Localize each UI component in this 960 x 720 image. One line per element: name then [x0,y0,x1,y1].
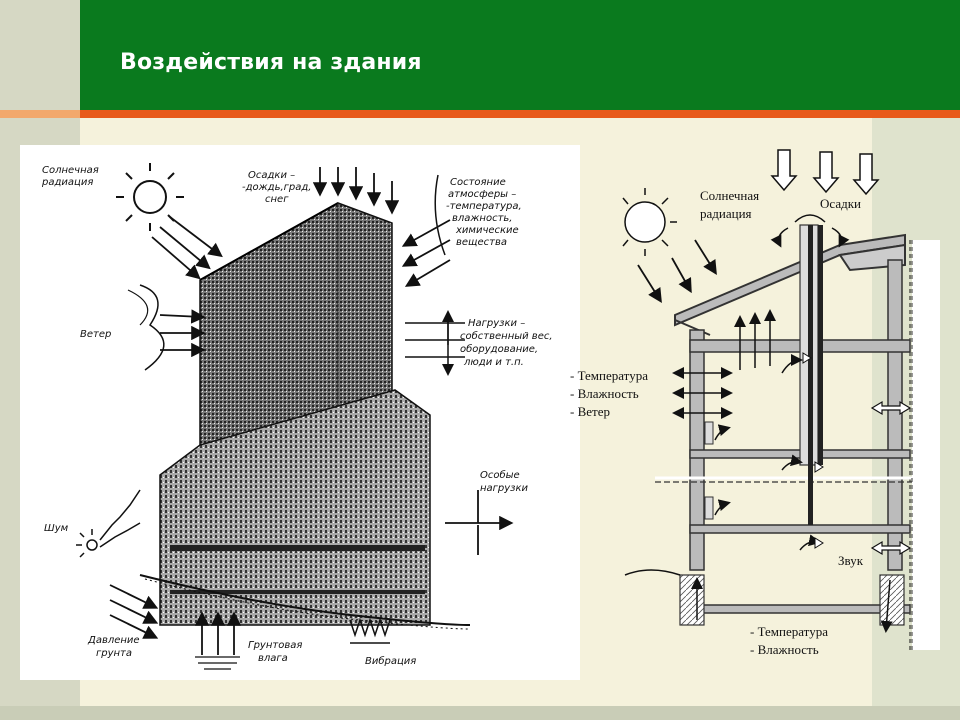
label-bottom-humidity: - Влажность [750,642,819,657]
label-right-solar-2: радиация [700,206,752,221]
accent-line [0,110,960,118]
left-diagram-panel: Солнечная радиация Осадки – -дождь,град,… [20,145,580,680]
label-groundwater-1: Грунтовая [248,640,303,651]
label-humidity: - Влажность [570,386,639,401]
internal-exchange-arrows [870,400,912,556]
header-bar [80,0,960,110]
ground-line [139,574,471,630]
label-loads-3: оборудование, [460,344,539,355]
tower-building [159,202,431,626]
soil-pressure-arrows [109,584,159,639]
atmosphere-arrows [401,174,451,287]
label-bottom-temperature: - Температура [750,624,828,639]
label-soil-pressure-2: грунта [96,648,133,659]
outer-walls [689,259,903,571]
bottom-arrows [691,577,893,633]
slide-title: Воздействия на здания [120,50,422,75]
label-right-precipitation: Осадки [820,196,861,211]
label-special-loads-1: Особые [480,470,520,481]
basement [624,569,905,626]
label-right-solar-1: Солнечная [700,188,760,203]
precipitation-arrows [312,167,400,215]
label-wind: Ветер [80,329,112,340]
wind-icon [127,284,206,371]
label-atmosphere-1: Состояние [450,177,506,188]
precipitation-arrows [770,149,880,196]
label-precipitation-3: снег [265,194,289,205]
sun-icon [615,188,677,256]
roof [674,233,906,336]
label-solar-radiation-2: радиация [42,177,94,188]
exchange-arrows [672,367,733,419]
label-sound: Звук [838,553,864,568]
vibration-icon [349,617,391,644]
drip-cap [770,214,850,248]
label-loads-1: Нагрузки – [468,318,526,329]
groundwater-arrows [194,611,242,655]
label-loads-4: люди и т.п. [464,357,524,368]
label-loads-2: собственный вес, [460,331,553,342]
solar-arrows [151,216,223,280]
sun-icon [116,163,184,231]
label-precipitation-2: -дождь,град, [242,182,312,193]
label-wind-right: - Ветер [570,404,610,419]
noise-icon [76,489,141,558]
label-vibration: Вибрация [365,656,417,667]
label-groundwater-2: влага [258,653,288,664]
label-atmosphere-3: -температура, [446,201,522,212]
label-noise: Шум [44,523,69,534]
solar-arrows [637,239,717,304]
bottom-bar [0,706,960,720]
label-atmosphere-6: вещества [456,237,507,248]
right-diagram [615,149,940,650]
label-atmosphere-4: влажность, [452,213,513,224]
label-atmosphere-2: атмосферы – [448,189,517,200]
label-precipitation-1: Осадки – [248,170,296,181]
label-temperature: - Температура [570,368,648,383]
loads-arrows [405,310,465,376]
label-soil-pressure-1: Давление [88,635,140,646]
special-loads-cross [445,490,514,555]
left-diagram [76,163,514,670]
label-special-loads-2: нагрузки [480,483,529,494]
interior-column [799,224,823,525]
label-atmosphere-5: химические [456,225,519,236]
label-solar-radiation-1: Солнечная [42,165,99,176]
right-diagram-panel: Солнечная радиация Осадки [615,140,940,650]
heat-arrows [734,309,776,370]
